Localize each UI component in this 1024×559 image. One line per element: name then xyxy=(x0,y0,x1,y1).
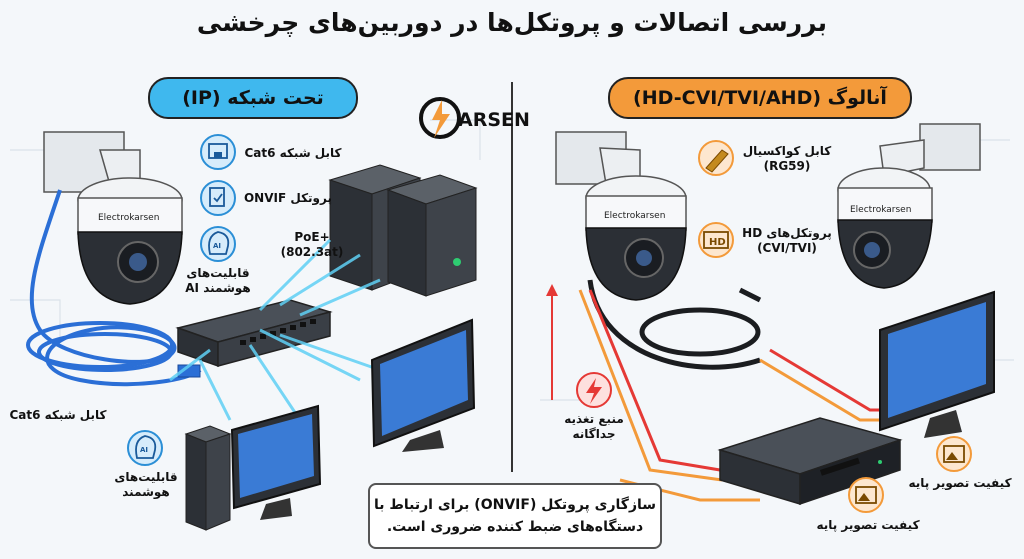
svg-text:Electrokarsen: Electrokarsen xyxy=(850,205,911,215)
analog-camera-left: Electrokarsen xyxy=(555,131,687,301)
label-coax: کابل کواکسیال (RG59) xyxy=(742,144,832,173)
analog-camera-right: Electrokarsen xyxy=(837,123,981,289)
karsen-logo: ARSEN xyxy=(416,88,536,148)
label-cat6-bottom: کابل شبکه Cat6 xyxy=(9,408,107,422)
label-ai: قابلیت‌های هوشمند AI xyxy=(185,266,251,295)
cat6-cable-coil xyxy=(26,189,202,387)
ip-camera: Electrokarsen xyxy=(43,131,183,305)
hd-badge-text: HD xyxy=(709,237,726,248)
label-onvif: پروتکل ONVIF xyxy=(243,191,332,205)
analog-monitor xyxy=(879,290,995,438)
label-power: منبع تغذیه جداگانه xyxy=(564,412,624,441)
poe-switch xyxy=(175,299,333,368)
network-port-icon xyxy=(200,134,236,170)
ip-camera-brand: Electrokarsen xyxy=(98,213,159,223)
label-poe: PoE+ (802.3at) xyxy=(280,230,344,259)
label-quality-right: کیفیت تصویر پایه xyxy=(908,476,1012,490)
analog-camera-brand: Electrokarsen xyxy=(604,211,665,221)
analog-heading-pill: آنالوگ (HD-CVI/TVI/AHD) xyxy=(608,77,912,119)
image-quality-icon-bottom xyxy=(848,477,884,513)
logo-text: ARSEN xyxy=(458,109,530,131)
coax-connector-icon xyxy=(698,140,734,176)
ip-heading-pill: تحت شبکه (IP) xyxy=(148,77,358,119)
ip-monitor xyxy=(370,318,476,452)
protocol-document-icon xyxy=(200,180,236,216)
hd-protocol-icon: HD xyxy=(698,222,734,258)
label-hd-protocols: پروتکل‌های HD (CVI/TVI) xyxy=(742,226,832,255)
section-divider xyxy=(511,82,513,472)
server-towers xyxy=(328,164,478,297)
label-quality-bottom: کیفیت تصویر پایه xyxy=(816,518,920,532)
onvif-note-box: سازگاری پروتکل (ONVIF) برای ارتباط با دس… xyxy=(368,483,662,549)
power-bolt-icon xyxy=(576,372,612,408)
smart-ai-icon: AI xyxy=(127,430,163,466)
svg-text:AI: AI xyxy=(213,242,221,250)
image-quality-icon-right xyxy=(936,436,972,472)
ip-desktop xyxy=(184,404,322,531)
label-cat6-top: کابل شبکه Cat6 xyxy=(244,146,342,160)
label-smart: قابلیت‌های هوشمند xyxy=(114,470,178,499)
ai-head-icon: AI xyxy=(200,226,236,262)
dvr-recorder xyxy=(717,417,903,506)
page-title: بررسی اتصالات و پروتکل‌ها در دوربین‌های … xyxy=(196,8,828,37)
svg-text:AI: AI xyxy=(140,446,148,454)
